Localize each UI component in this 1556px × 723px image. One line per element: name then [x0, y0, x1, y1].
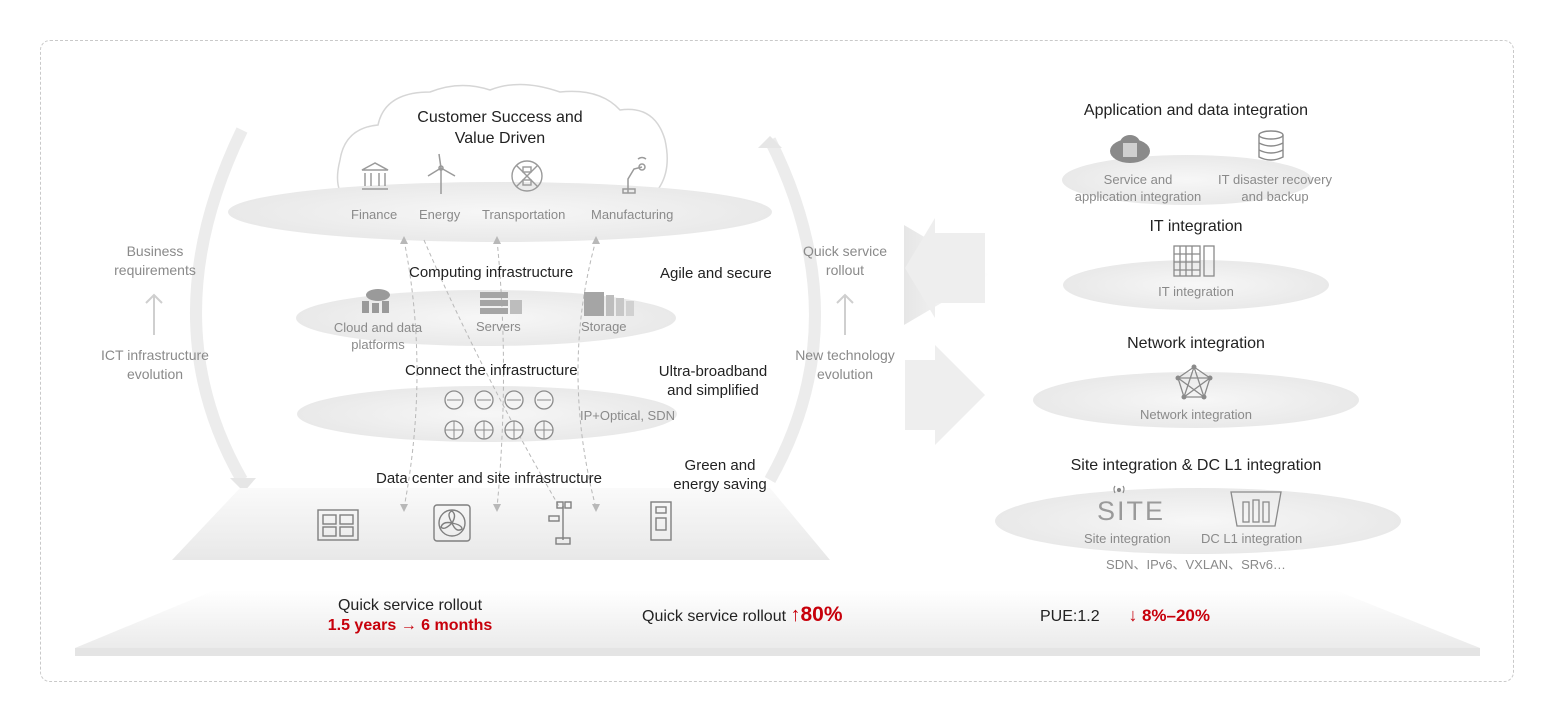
datacenter-tag-line2: energy saving: [673, 476, 767, 493]
cloud-platform-line1: Cloud and data: [333, 320, 423, 335]
metric1-label: Quick service rollout: [337, 597, 483, 614]
cloud-title-line1: Customer Success and: [417, 109, 583, 126]
servers-icon: [480, 292, 522, 314]
datacenter-layer-tag: Green and energy saving: [660, 456, 780, 494]
transportation-icon: [511, 160, 543, 192]
metric2-label: Quick service rollout: [642, 608, 787, 625]
cycle-arc-left: [190, 127, 248, 483]
sector-label-manufacturing: Manufacturing: [591, 207, 674, 222]
right-bottom-label: New technology evolution: [780, 346, 910, 384]
app-item1-line2: application integration: [1074, 189, 1202, 204]
left-bottom-line2: evolution: [126, 366, 184, 382]
server-rack-icon: [1173, 245, 1215, 277]
storage-label: Storage: [581, 319, 627, 334]
diagram-frame: [40, 40, 1514, 682]
metric1-value: 1.5 years → 6 months: [327, 617, 493, 634]
right-bottom-line1: New technology: [795, 347, 895, 363]
right-top-line1: Quick service: [802, 243, 888, 259]
apps-cloud-icon: [1110, 135, 1150, 163]
servers-label: Servers: [476, 319, 521, 334]
cycle-arc-right: [764, 137, 821, 483]
datacenter-layer-title: Data center and site infrastructure: [376, 470, 602, 487]
network-integration-title: Network integration: [1127, 335, 1265, 352]
computing-layer-tag: Agile and secure: [660, 265, 772, 282]
site-tech-list: SDN、IPv6、VXLAN、SRv6…: [1106, 557, 1286, 572]
network-integration-label: Network integration: [1140, 407, 1252, 422]
arrow-down-icon: ↓: [1128, 605, 1138, 625]
sector-label-finance: Finance: [351, 207, 398, 222]
metric3-label: PUE:1.2: [1040, 608, 1100, 625]
fan-cooling-icon: [433, 504, 471, 542]
arrow-up-icon: ↑: [790, 604, 801, 626]
datacenter-tag-line1: Green and: [684, 457, 756, 474]
app-item-service: Service and application integration: [1058, 171, 1218, 205]
power-cabinet-icon: [317, 509, 359, 541]
site-logo-text: SITE: [1097, 496, 1166, 526]
signal-icon: [1113, 485, 1125, 494]
footer-base: [75, 590, 1480, 648]
wind-turbine-icon: [427, 153, 456, 194]
left-bottom-line1: ICT infrastructure: [101, 347, 209, 363]
left-bottom-label: ICT infrastructure evolution: [85, 346, 225, 384]
connect-layer-tag: Ultra-broadband and simplified: [648, 362, 778, 400]
left-top-line1: Business: [126, 243, 184, 259]
connect-tag-line1: Ultra-broadband: [658, 363, 768, 380]
cloud-platform-icon: [362, 289, 390, 313]
bank-icon: [361, 162, 389, 190]
network-mesh-icon: [1175, 364, 1213, 400]
dc-room-icon: [1230, 491, 1282, 527]
app-item2-line2: and backup: [1241, 189, 1309, 204]
storage-icon: [584, 292, 634, 316]
right-top-label: Quick service rollout: [785, 242, 905, 280]
left-top-line2: requirements: [114, 262, 196, 278]
site-integration-label: Site integration: [1084, 531, 1171, 546]
cloud-shape: [336, 83, 668, 206]
left-top-label: Business requirements: [95, 242, 215, 280]
connect-tag-line2: and simplified: [667, 382, 759, 399]
right-bottom-line2: evolution: [816, 366, 874, 382]
computing-item-cloud: Cloud and data platforms: [323, 319, 433, 353]
app-item1-line1: Service and: [1103, 172, 1173, 187]
dc-platform: [172, 488, 830, 560]
cloud-title: Customer Success and Value Driven: [390, 107, 610, 149]
battery-cabinet-icon: [650, 501, 672, 541]
site-pole-icon: [548, 501, 572, 545]
cloud-platform-line2: platforms: [351, 337, 405, 352]
metric3: PUE:1.2 ↓ 8%–20%: [1040, 605, 1210, 626]
sector-label-transportation: Transportation: [482, 207, 566, 222]
robot-arm-icon: [622, 156, 647, 194]
it-integration-label: IT integration: [1158, 284, 1234, 299]
app-item-disaster-recovery: IT disaster recovery and backup: [1205, 171, 1345, 205]
it-integration-title: IT integration: [1149, 218, 1243, 235]
computing-layer-title: Computing infrastructure: [409, 264, 574, 281]
app-item2-line1: IT disaster recovery: [1218, 172, 1332, 187]
metric2: Quick service rollout ↑80%: [642, 603, 843, 627]
metric2-value: 80%: [800, 603, 843, 626]
site-integration-title: Site integration & DC L1 integration: [1070, 457, 1322, 474]
router-globe-icons: [444, 390, 554, 440]
big-arrow-lower: [905, 345, 985, 445]
connect-layer-title: Connect the infrastructure: [405, 362, 578, 379]
database-backup-icon: [1258, 130, 1284, 161]
right-top-line2: rollout: [825, 262, 865, 278]
dc-l1-integration-label: DC L1 integration: [1201, 531, 1303, 546]
metric3-value: 8%–20%: [1141, 606, 1211, 625]
cloud-title-line2: Value Driven: [454, 130, 546, 147]
sector-label-energy: Energy: [419, 207, 461, 222]
app-integration-title: Application and data integration: [1083, 102, 1309, 119]
connect-item-label: IP+Optical, SDN: [580, 408, 676, 423]
